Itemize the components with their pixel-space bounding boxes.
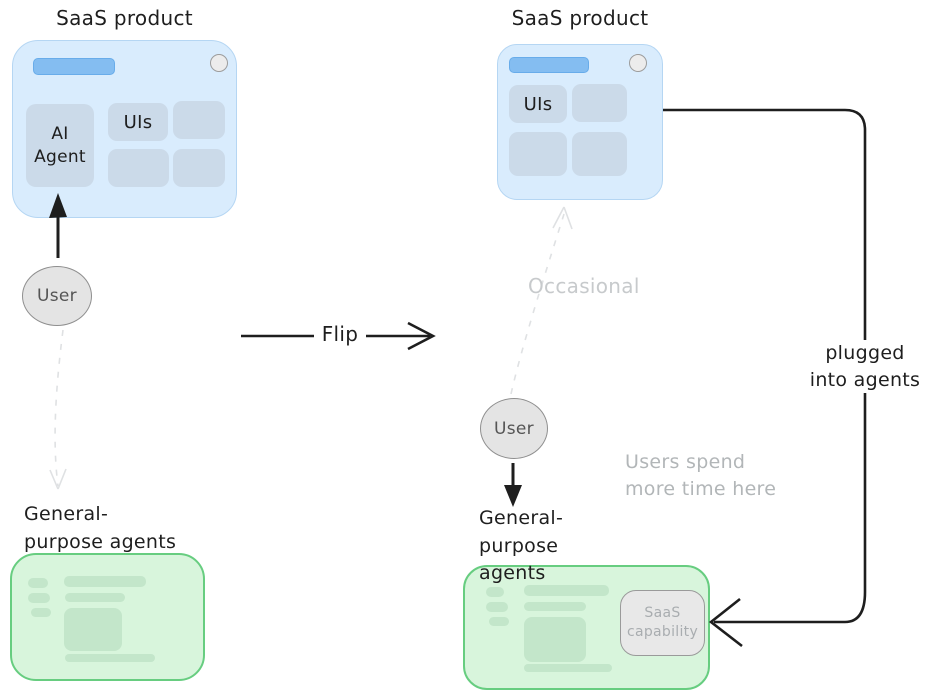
window-control-icon [210, 54, 228, 72]
ui-placeholder-block [572, 84, 627, 122]
placeholder-panel [64, 608, 122, 651]
uis-box: UIs [108, 103, 168, 141]
placeholder-panel [524, 617, 586, 662]
placeholder-pill [489, 617, 509, 626]
plugged-into-agents-label: plugged into agents [806, 340, 924, 394]
left-agents-box [10, 553, 205, 681]
placeholder-pill [28, 578, 48, 588]
placeholder-bar [524, 585, 609, 596]
placeholder-pill [486, 587, 504, 597]
ui-placeholder-block [173, 149, 225, 187]
ui-placeholder-block [108, 149, 169, 187]
left-user-node: User [22, 266, 92, 326]
saas-capability-box: SaaS capability [620, 590, 705, 656]
right-saas-window: UIs [497, 44, 663, 200]
right-user-node: User [480, 398, 548, 459]
user-to-agents-arrow [504, 463, 522, 507]
users-spend-label: Users spend more time here [625, 451, 777, 500]
ai-agent-box: AI Agent [26, 104, 94, 187]
ui-placeholder-block [572, 132, 627, 176]
ui-placeholder-block [509, 132, 567, 176]
window-titlebar [509, 57, 589, 73]
right-saas-title: SaaS product [511, 6, 649, 30]
placeholder-pill [28, 593, 50, 603]
ui-placeholder-block [173, 101, 225, 139]
placeholder-pill [486, 602, 508, 612]
placeholder-bar [65, 593, 125, 602]
window-titlebar [33, 58, 115, 75]
placeholder-bar [64, 576, 146, 587]
placeholder-pill [31, 608, 51, 617]
window-control-icon [629, 54, 647, 72]
left-saas-title: SaaS product [56, 6, 193, 30]
left-saas-window: AI Agent UIs [12, 40, 237, 218]
placeholder-bar [65, 654, 155, 662]
left-agents-label: General-purpose agents [24, 503, 177, 553]
placeholder-bar [524, 602, 586, 611]
user-to-saas-dashed-arrow [510, 206, 573, 395]
flip-label: Flip [314, 322, 366, 346]
uis-box: UIs [509, 85, 567, 123]
right-agents-label: General-purpose agents [479, 507, 564, 585]
occasional-label: Occasional [528, 274, 640, 298]
user-to-agents-dashed-arrow [49, 329, 67, 490]
placeholder-bar [524, 664, 612, 672]
